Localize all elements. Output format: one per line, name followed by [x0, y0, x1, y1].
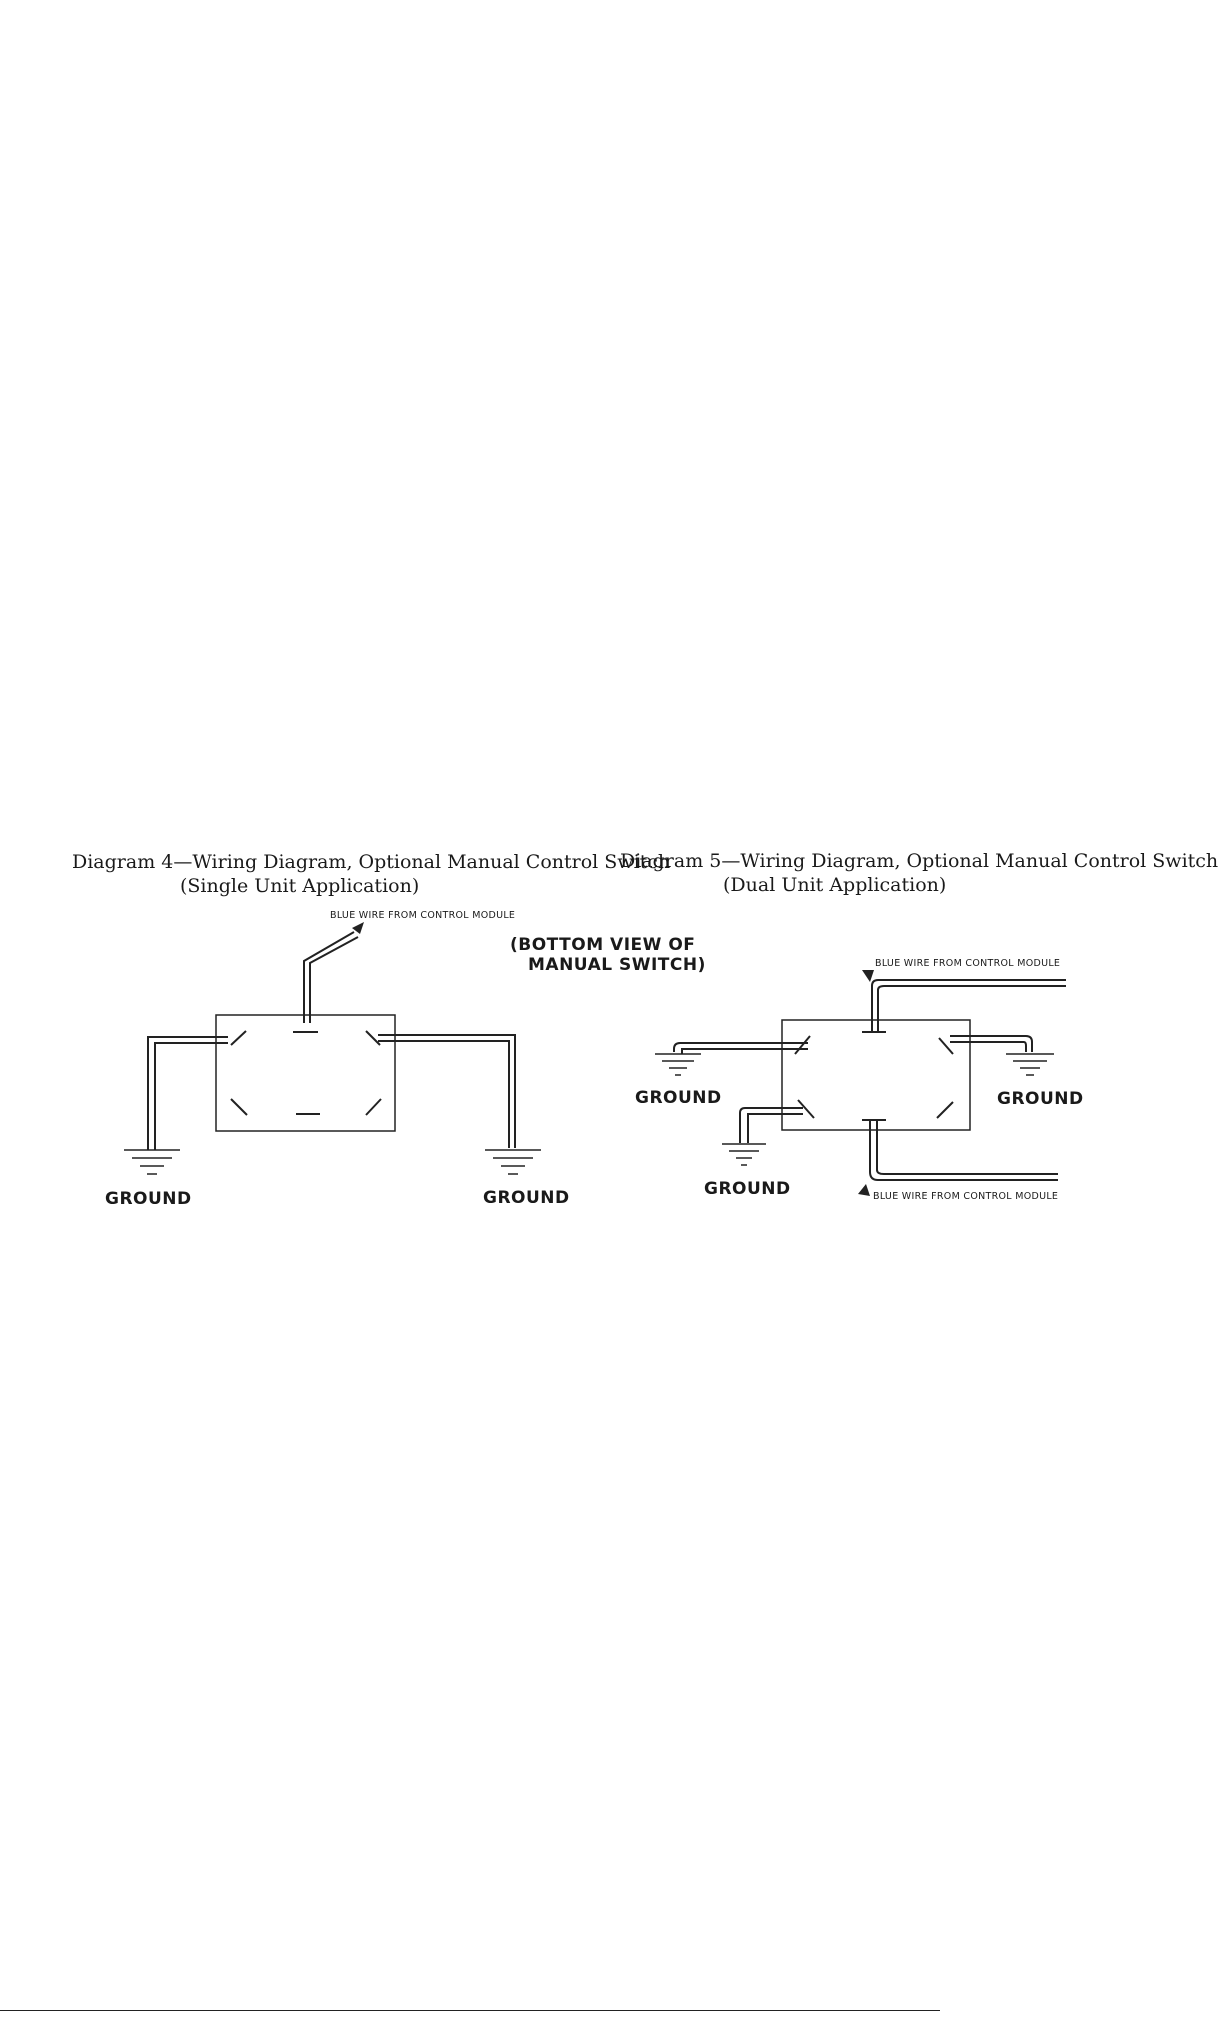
diagram5-terminal-top-right: [938, 1037, 954, 1055]
diagram4-left-ground-wire-inner: [154, 1042, 228, 1150]
diagram4-right-ground-wire-inner: [378, 1040, 510, 1148]
diagram5-bottom-arrow: [858, 1184, 870, 1196]
diagram5-title: Diagram 5—Wiring Diagram, Optional Manua…: [620, 850, 1219, 872]
diagram5-left-ground-wire: [673, 1042, 808, 1052]
diagram5-ground-bottom-label: GROUND: [704, 1179, 791, 1199]
diagram4-blue-wire: [303, 931, 355, 1023]
diagram4-right-ground-symbol: [485, 1149, 541, 1175]
page-bottom-rule: [0, 2010, 940, 2011]
diagram5-top-blue-wire: [871, 979, 1066, 1032]
diagram5-bottom-ground-symbol: [722, 1143, 766, 1166]
diagram4-blue-wire-inner: [309, 936, 359, 1023]
diagram4-drawing: [124, 922, 541, 1175]
diagram5-left-ground-wire-inner: [681, 1048, 808, 1054]
diagram4-terminal-bottom-right: [365, 1098, 382, 1116]
diagram4-title: Diagram 4—Wiring Diagram, Optional Manua…: [72, 851, 671, 873]
diagram5-right-ground-wire-inner: [950, 1041, 1027, 1052]
diagram5-drawing: [655, 970, 1066, 1196]
diagram4-terminal-top-right: [365, 1030, 381, 1046]
diagram5-bottom-blue-wire-inner: [876, 1120, 1058, 1175]
diagram5-terminal-top-left: [794, 1035, 811, 1055]
diagram4-left-ground-symbol: [124, 1149, 180, 1175]
diagram5-terminal-bottom-left: [797, 1099, 815, 1119]
diagram4-blue-wire-label: BLUE WIRE FROM CONTROL MODULE: [330, 910, 516, 921]
bottom-view-line1: (BOTTOM VIEW OF: [510, 935, 696, 955]
diagram5-top-blue-wire-inner: [877, 985, 1066, 1032]
diagram5-top-blue-wire-label: BLUE WIRE FROM CONTROL MODULE: [875, 958, 1061, 969]
diagram5-right-ground-symbol: [1006, 1053, 1054, 1076]
diagram5-top-arrow: [862, 970, 874, 982]
diagram5-ground-left-label: GROUND: [635, 1088, 722, 1108]
diagram4-right-ground-wire: [378, 1034, 516, 1148]
bottom-view-note: (BOTTOM VIEW OF MANUAL SWITCH): [510, 935, 706, 975]
bottom-view-line2: MANUAL SWITCH): [528, 955, 706, 975]
diagram4-blue-wire-arrow: [352, 922, 364, 934]
diagram5-lower-ground-wire-inner: [747, 1113, 803, 1143]
diagram5-caption: Diagram 5—Wiring Diagram, Optional Manua…: [620, 849, 1218, 897]
diagram5-bottom-blue-wire-label: BLUE WIRE FROM CONTROL MODULE: [873, 1191, 1059, 1202]
diagram5-bottom-blue-wire: [869, 1120, 1058, 1181]
diagram5-lower-ground-wire: [739, 1107, 803, 1143]
diagram5-right-ground-wire: [950, 1035, 1033, 1052]
diagram5-left-ground-symbol: [655, 1053, 701, 1076]
diagram4-caption: Diagram 4—Wiring Diagram, Optional Manua…: [72, 850, 670, 898]
diagram5-subtitle: (Dual Unit Application): [723, 874, 947, 896]
diagram5-terminal-bottom-right: [936, 1101, 954, 1119]
diagram4-switch-body: [215, 1014, 396, 1132]
diagram4-ground-right-label: GROUND: [483, 1188, 570, 1208]
diagram5-ground-right-label: GROUND: [997, 1089, 1084, 1109]
diagram4-terminal-bottom-left: [230, 1098, 248, 1116]
diagram4-ground-left-label: GROUND: [105, 1189, 192, 1209]
diagram4-terminal-top-left: [230, 1030, 247, 1046]
diagram4-left-ground-wire: [147, 1036, 228, 1150]
diagram4-subtitle: (Single Unit Application): [180, 875, 420, 897]
